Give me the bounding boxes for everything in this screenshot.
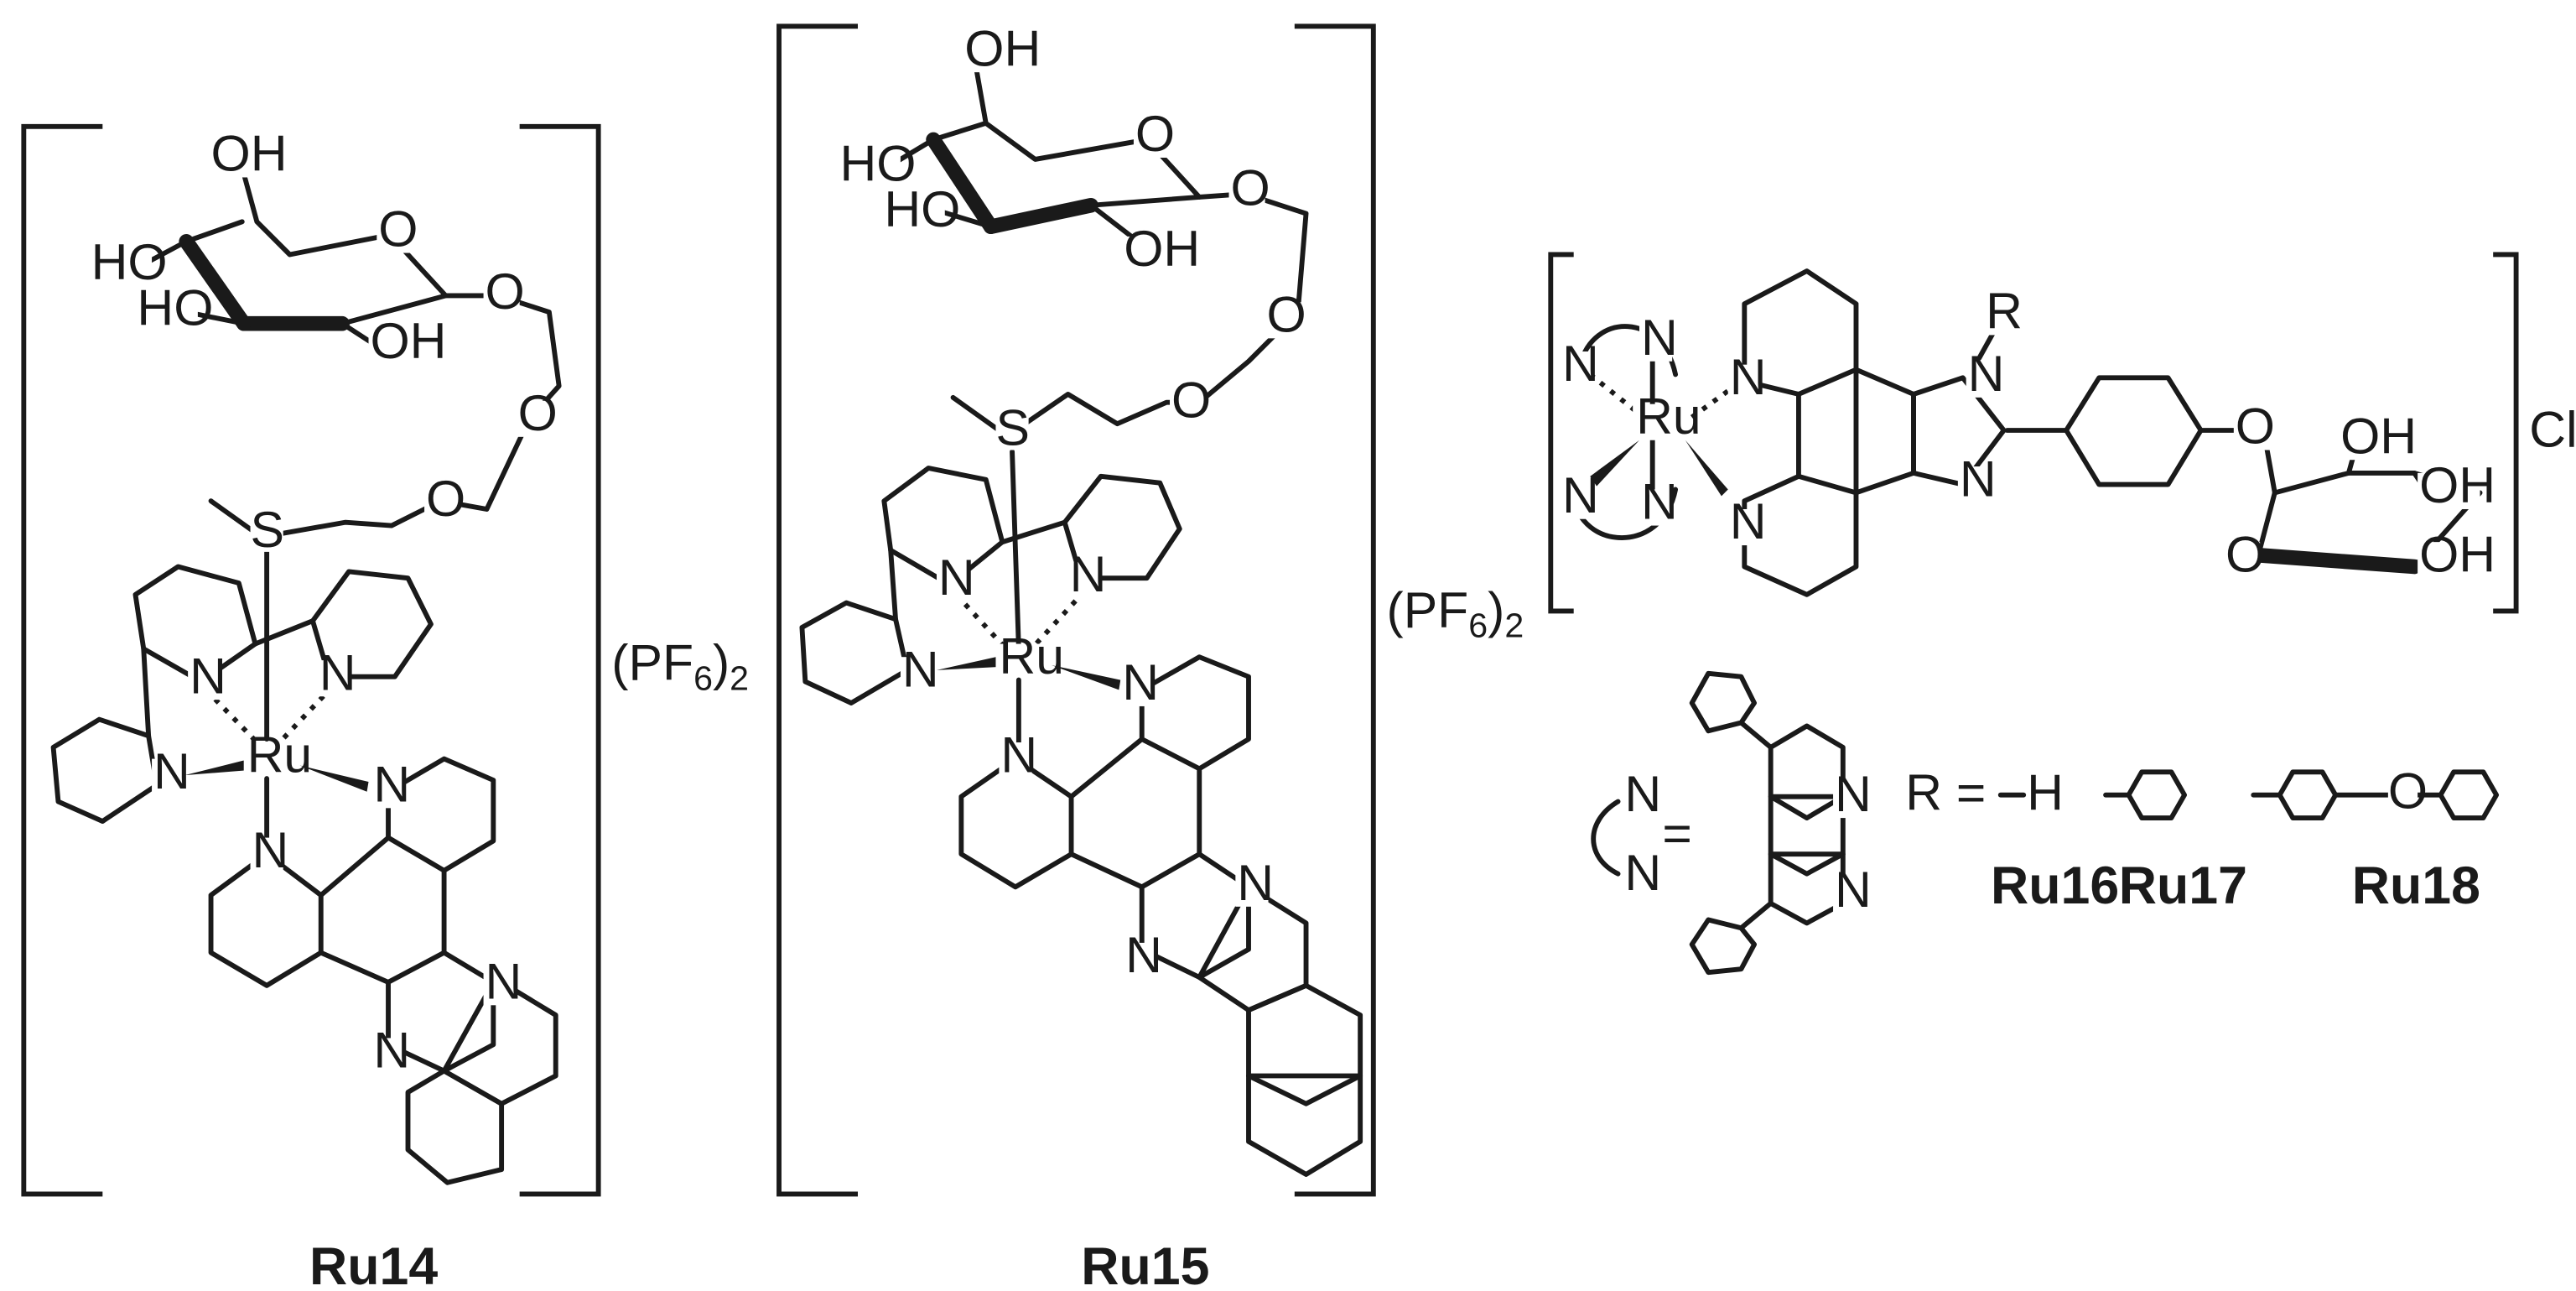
ru14-o-ether2: O bbox=[426, 470, 465, 527]
ru16-n-phen1: N bbox=[1730, 348, 1767, 405]
ru16-n-b: N bbox=[1641, 309, 1678, 366]
ru15-ru: Ru bbox=[999, 627, 1064, 685]
ru16-n-phen2: N bbox=[1730, 492, 1767, 549]
ru16-n-a: N bbox=[1562, 335, 1599, 392]
ru16-18-brackets bbox=[1548, 252, 2519, 614]
ru16-n-imid2: N bbox=[1960, 450, 1997, 507]
ru18-phenoxyphenyl: O bbox=[2251, 762, 2500, 821]
ru16-n-imid1: N bbox=[1968, 345, 2005, 402]
ru15-o-ether1: O bbox=[1267, 286, 1306, 343]
ru14-counterion: (PF6)2 bbox=[611, 634, 749, 698]
ru14-oh-2: OH bbox=[370, 312, 446, 369]
ru15-label: Ru15 bbox=[1081, 1237, 1209, 1291]
ru14-label: Ru14 bbox=[309, 1237, 438, 1291]
r-equals-label: R = bbox=[1905, 763, 1986, 820]
ru16-label: Ru16 bbox=[1991, 856, 2119, 915]
ru15-n-pyrazine1: N bbox=[1237, 854, 1274, 911]
ru14-terpyridine: N N N bbox=[50, 564, 434, 824]
ligand-key-phen-n1: N bbox=[1835, 765, 1872, 822]
ru15-structure: OH O HO HO OH O O O S bbox=[776, 19, 1524, 1291]
ru16-oh-b: OH bbox=[2419, 456, 2496, 513]
ru14-brackets bbox=[21, 123, 601, 1197]
ru14-o-ether1: O bbox=[518, 384, 558, 441]
ru14-ring-o: O bbox=[378, 200, 418, 258]
ru14-thioether: S bbox=[208, 498, 284, 742]
ru15-counterion: (PF6)2 bbox=[1386, 581, 1524, 645]
ru16-n-c: N bbox=[1562, 466, 1599, 523]
ru16-18-counterion: Cl2 bbox=[2529, 401, 2576, 465]
ru15-s: S bbox=[995, 399, 1029, 456]
ru15-ho-4: HO bbox=[839, 134, 916, 191]
ru16-oh-c: OH bbox=[2419, 525, 2496, 582]
ru16-18-metal-center: N N Ru N N bbox=[1561, 309, 1730, 540]
ru14-s: S bbox=[251, 501, 284, 558]
ru14-structure: OH O HO HO OH O O O S bbox=[21, 123, 749, 1291]
ru14-dppz: N N N N bbox=[208, 756, 558, 1185]
ru15-oh-6: OH bbox=[964, 19, 1041, 76]
ru14-n-phen1: N bbox=[373, 756, 410, 813]
ru15-n-tpy3: N bbox=[902, 640, 939, 697]
ru15-ho-3: HO bbox=[884, 180, 960, 237]
ru15-metal-center: Ru bbox=[995, 627, 1121, 745]
ru14-n-pyrazine2: N bbox=[373, 1022, 410, 1079]
ru15-brackets bbox=[776, 23, 1376, 1197]
ru14-counterion-text: (PF6)2 bbox=[611, 634, 749, 698]
ru17-label: Ru17 bbox=[2119, 856, 2247, 915]
ru15-terpyridine: N N N bbox=[799, 466, 1182, 705]
ru15-counterion-text: (PF6)2 bbox=[1386, 581, 1524, 645]
ru15-oh-2: OH bbox=[1124, 220, 1200, 277]
ru14-n-phen2: N bbox=[252, 821, 288, 878]
ru15-n-pyrazine2: N bbox=[1125, 926, 1162, 983]
ru15-n-tpy1: N bbox=[938, 549, 975, 606]
ru15-glucose: OH O HO HO OH O O O bbox=[838, 19, 1309, 433]
ru16-ring-o: O bbox=[2225, 525, 2265, 582]
ligand-key-equals: = bbox=[1662, 804, 1691, 862]
ru15-n-phen1: N bbox=[1122, 653, 1159, 711]
ru14-ho-3: HO bbox=[137, 279, 213, 336]
ru14-n-tpy2: N bbox=[319, 643, 356, 700]
ru15-dppn: N N N N bbox=[958, 653, 1363, 1177]
ru15-n-tpy2: N bbox=[1070, 545, 1107, 602]
ligand-key-n1: N bbox=[1624, 765, 1661, 822]
ru14-ho-4: HO bbox=[91, 233, 168, 290]
ru14-metal-center: Ru bbox=[243, 726, 369, 841]
ru16-oh-a: OH bbox=[2340, 407, 2417, 464]
substituent-key: R = H O Ru16 Ru17 Ru18 bbox=[1905, 762, 2500, 915]
ru17-phenyl bbox=[2103, 769, 2188, 821]
ligand-key: N N = N N bbox=[1591, 670, 1872, 976]
ru14-o-glyco: O bbox=[486, 263, 525, 320]
ru16-counterion-text: Cl2 bbox=[2529, 401, 2576, 465]
ru14-glucose: OH O HO HO OH O O O bbox=[89, 125, 562, 537]
ru16-n-d: N bbox=[1641, 473, 1678, 530]
ru15-o-glyco: O bbox=[1230, 159, 1270, 216]
ru16-o-aryl: O bbox=[2236, 398, 2275, 455]
ru15-o-ether2: O bbox=[1171, 371, 1211, 428]
ru15-thioether: S bbox=[950, 394, 1030, 652]
ru16-ru: Ru bbox=[1636, 388, 1701, 445]
ru16-hydrogen: H bbox=[2027, 763, 2064, 820]
ru16-18-imidazophen: N N N N R O OH OH OH O bbox=[1727, 268, 2496, 597]
ru18-o-ether: O bbox=[2388, 762, 2428, 819]
ru14-oh-6: OH bbox=[211, 125, 288, 182]
ru16-18-structure: N N Ru N N N bbox=[1548, 252, 2576, 976]
ru14-n-pyrazine1: N bbox=[486, 952, 522, 1009]
ru15-ring-o: O bbox=[1135, 105, 1175, 162]
diphenylphen-structure: N N bbox=[1689, 670, 1872, 976]
ru15-n-phen2: N bbox=[1000, 726, 1037, 783]
ru14-n-tpy3: N bbox=[153, 742, 190, 799]
ru14-n-tpy1: N bbox=[190, 647, 226, 704]
ru16-r-group: R bbox=[1986, 283, 2023, 340]
ligand-key-n2: N bbox=[1624, 844, 1661, 901]
ru14-ru: Ru bbox=[247, 726, 313, 783]
ligand-key-phen-n2: N bbox=[1835, 861, 1872, 918]
ru18-label: Ru18 bbox=[2352, 856, 2480, 915]
